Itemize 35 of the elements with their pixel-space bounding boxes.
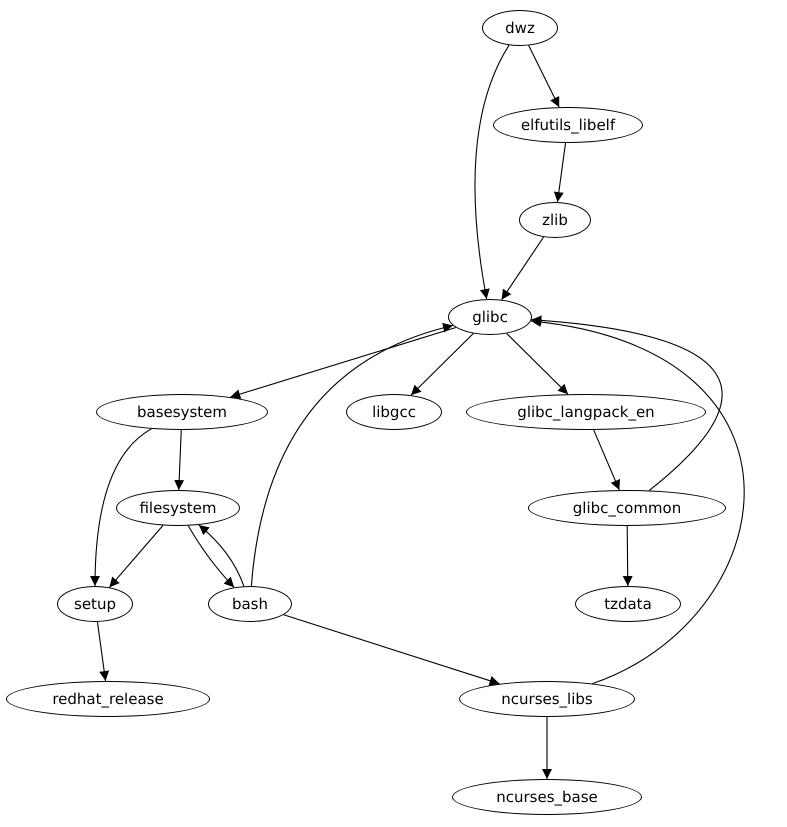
ellipse-node: libgcc [346,394,442,430]
ellipse-node: basesystem [96,394,268,430]
arrow [188,525,234,588]
ellipse-node: glibc_langpack_en [466,394,706,430]
arrow [622,526,633,586]
ellipse-node: bash [208,586,292,622]
ellipse-node: ncurses_libs [459,681,635,717]
arrow [593,430,620,490]
ellipse-node: dwz [482,10,558,46]
arrow [474,44,510,300]
arrow [96,622,110,682]
ellipse-node: filesystem [116,490,240,526]
arrow [528,45,560,108]
arrow [554,142,566,202]
ellipse-node: glibc_common [528,490,726,526]
ellipse-node: tzdata [575,586,681,622]
ellipse-node: glibc [448,299,532,335]
ellipse-node: elfutils_libelf [493,107,643,143]
arrow [530,318,744,684]
ellipse-node: zlib [519,202,591,238]
ellipse-node: redhat_release [6,681,210,717]
arrow [284,614,500,686]
arrow [174,430,184,490]
arrow [198,524,244,586]
arrow [410,333,474,396]
arrow [230,326,456,399]
arrow [506,333,568,395]
arrow [250,323,454,586]
arrow [542,717,552,779]
ellipse-node: ncurses_base [452,779,642,815]
ellipse-node: setup [57,586,133,622]
arrow [108,525,164,588]
arrow [90,428,152,586]
arrow [501,236,544,300]
arrow [531,316,722,491]
